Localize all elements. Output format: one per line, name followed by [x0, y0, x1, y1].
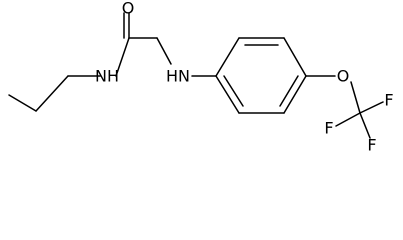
bond-cf3-f-right: [359, 101, 384, 114]
amine-nh-label: HN: [166, 67, 190, 86]
bond-ch2-nh: [156, 37, 172, 65]
fluorine-right-label: F: [384, 91, 393, 110]
ring-double-2: [279, 75, 299, 107]
bond-propyl-1: [8, 94, 37, 112]
fluorine-bottom-label: F: [367, 136, 376, 155]
bond-propyl-2: [35, 75, 69, 112]
ring-bond-4: [283, 75, 307, 114]
ring-bond-1: [215, 37, 240, 77]
carbonyl-oxygen-label: O: [122, 0, 135, 18]
bond-ether-o-cf3: [350, 81, 361, 114]
bond-nh-carbonyl: [115, 37, 130, 77]
ring-bond-3: [283, 37, 307, 77]
molecule-drawing: O NH HN O F F F: [8, 0, 394, 155]
amide-nh-label: NH: [95, 67, 119, 86]
bond-cf3-f-bottom: [359, 112, 371, 139]
bond-cf3-f-left: [335, 112, 361, 127]
ether-oxygen-label: O: [337, 67, 350, 86]
bond-lines: [8, 12, 384, 139]
fluorine-left-label: F: [324, 119, 333, 138]
atom-labels: O NH HN O F F F: [95, 0, 394, 155]
ring-double-3: [223, 75, 244, 107]
structure-diagram: O NH HN O F F F: [8, 0, 394, 155]
ring-bond-6: [215, 75, 240, 114]
